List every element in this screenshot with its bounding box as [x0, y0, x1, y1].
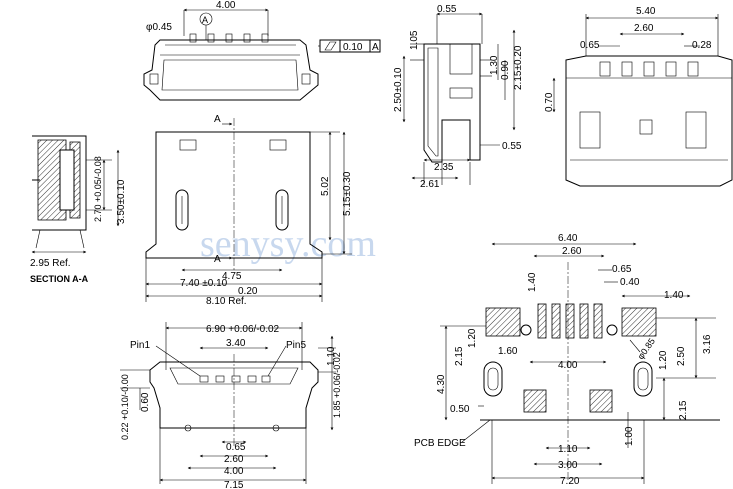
top-view: 4.00 φ0.45 A 0.10 A — [143, 0, 381, 101]
dim-plan-020: 0.20 — [238, 286, 258, 297]
datum-label: A — [202, 15, 208, 25]
dim-pcb-250: 2.50 — [676, 346, 687, 366]
dim-pcb-640: 6.40 — [558, 233, 578, 244]
dim-side-250: 2.50±0.10 — [393, 67, 404, 112]
dim-front-070: 0.70 — [544, 92, 555, 112]
dim-pcb-040: 0.40 — [620, 277, 640, 288]
dim-bottom-022: 0.22 +0.10/-0.00 — [120, 374, 130, 440]
watermark-text: senysy.com — [200, 223, 376, 265]
dim-pcb-260: 2.60 — [562, 246, 582, 257]
dim-top-width: 4.00 — [216, 0, 236, 11]
plan-view: A A 5.02 5.15±0.30 4.75 7.40 ±0.10 0.20 … — [145, 114, 353, 307]
dim-pcb-140-right: 1.40 — [664, 290, 684, 301]
dim-plan-810: 8.10 Ref. — [206, 296, 247, 307]
dim-side-130: 1.30 — [489, 55, 500, 75]
bottom-view: 6.90 +0.06/-0.02 3.40 Pin1 Pin5 1.10 1.8… — [120, 322, 342, 489]
dim-front-065: 0.65 — [580, 40, 600, 51]
dim-front-028: 0.28 — [692, 40, 712, 51]
dim-front-540: 5.40 — [636, 6, 656, 17]
dim-plan-515: 5.15±0.30 — [342, 171, 353, 216]
dim-pin-diameter: φ0.45 — [146, 22, 172, 33]
tol-datum: A — [372, 42, 379, 53]
dim-pcb-720: 7.20 — [560, 476, 580, 487]
dim-pcb-120-r: 1.20 — [658, 350, 669, 370]
dim-pcb-160: 1.60 — [498, 346, 518, 357]
dim-pcb-140-top: 1.40 — [527, 272, 538, 292]
dim-bottom-340: 3.40 — [226, 338, 246, 349]
dim-pcb-110: 1.10 — [558, 444, 578, 455]
dim-plan-502: 5.02 — [320, 176, 331, 196]
dim-bottom-185: 1.85 +0.06/-0.02 — [332, 352, 342, 418]
section-mark-top: A — [214, 114, 221, 125]
dim-pcb-400: 4.00 — [558, 360, 578, 371]
dim-side-090: 0.90 — [500, 60, 511, 80]
dim-pcb-120-l: 1.20 — [467, 328, 478, 348]
section-title: SECTION A-A — [30, 274, 89, 284]
section-mark-bottom: A — [214, 254, 221, 265]
dim-bottom-065: 0.65 — [226, 442, 246, 453]
label-pcb-edge: PCB EDGE — [414, 438, 466, 449]
dim-section-270: 2.70 +0.05/-0.08 — [93, 156, 103, 222]
tol-value: 0.10 — [343, 42, 363, 53]
dim-section-295: 2.95 Ref. — [30, 258, 71, 269]
front-view: 5.40 2.60 0.65 0.28 0.70 — [544, 6, 733, 187]
dim-side-055-bot: 0.55 — [502, 141, 522, 152]
dim-pcb-430: 4.30 — [436, 374, 447, 394]
dim-pcb-085: φ0.85 — [635, 336, 657, 361]
dim-front-260: 2.60 — [634, 23, 654, 34]
dim-side-261: 2.61 — [420, 179, 440, 190]
dim-pcb-065: 0.65 — [612, 264, 632, 275]
dim-side-055-top: 0.55 — [437, 4, 457, 15]
pcb-layout: 6.40 2.60 1.40 0.65 0.40 1.40 1.20 2.15 … — [414, 233, 720, 487]
side-view: 0.55 1.05 2.50±0.10 1.30 0.90 2.15±0.20 … — [393, 4, 524, 190]
dim-pcb-100: 1.00 — [624, 426, 635, 446]
dim-plan-475: 4.75 — [222, 271, 242, 282]
section-view: 2.70 +0.05/-0.08 3.50±0.10 2.95 Ref. SEC… — [30, 135, 127, 284]
dim-pcb-300: 3.00 — [558, 460, 578, 471]
dim-pcb-215-l: 2.15 — [454, 346, 465, 366]
label-pin5: Pin5 — [286, 340, 306, 351]
dim-bottom-260: 2.60 — [224, 454, 244, 465]
dim-bottom-400: 4.00 — [224, 466, 244, 477]
label-pin1: Pin1 — [130, 340, 150, 351]
dim-pcb-316: 3.16 — [702, 334, 713, 354]
dim-side-215: 2.15±0.20 — [513, 45, 524, 90]
dim-bottom-690: 6.90 +0.06/-0.02 — [206, 324, 280, 335]
dim-side-105: 1.05 — [409, 30, 420, 50]
dim-bottom-715: 7.15 — [224, 480, 244, 489]
dim-plan-740: 7.40 ±0.10 — [180, 278, 228, 289]
dim-bottom-060: 0.60 — [140, 392, 151, 412]
dim-side-235: 2.35 — [434, 162, 454, 173]
dim-section-350: 3.50±0.10 — [116, 179, 127, 224]
dim-pcb-050: 0.50 — [450, 404, 470, 415]
dim-pcb-215-r: 2.15 — [678, 400, 689, 420]
